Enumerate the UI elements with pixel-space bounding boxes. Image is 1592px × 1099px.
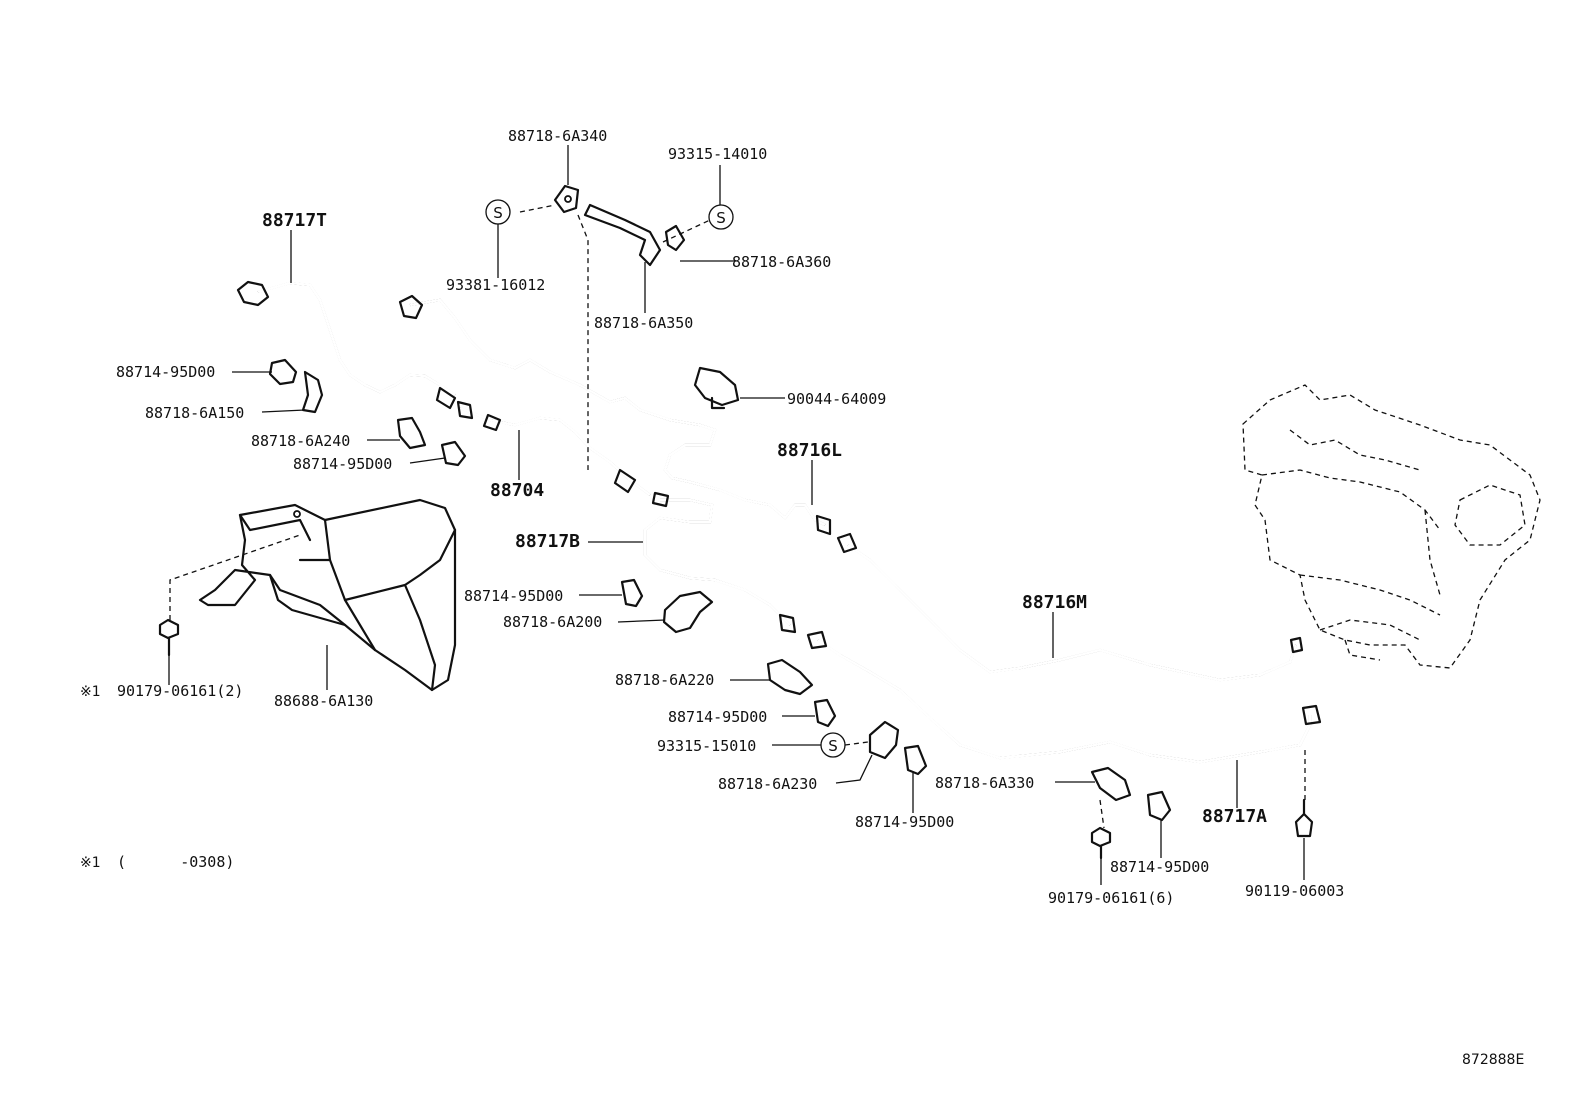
label-88714-95D00-f: 88714-95D00 <box>1110 858 1209 876</box>
label-88718-6A220: 88718-6A220 <box>615 671 714 689</box>
label-88718-6A340: 88718-6A340 <box>508 127 607 145</box>
footnote-mark: ※1 <box>80 855 101 871</box>
label-88714-95D00-a: 88714-95D00 <box>116 363 215 381</box>
footnote-range: ( -0308) <box>117 853 234 871</box>
label-88718-6A200: 88718-6A200 <box>503 613 602 631</box>
cushion-88714-95D00-a <box>268 358 298 386</box>
label-88714-95D00-d: 88714-95D00 <box>668 708 767 726</box>
clamp-90044-64009 <box>693 366 740 410</box>
cushion-88714-95D00-f <box>1146 790 1172 822</box>
label-88704: 88704 <box>490 480 544 501</box>
label-88714-95D00-c: 88714-95D00 <box>464 587 563 605</box>
label-88717A: 88717A <box>1202 806 1267 827</box>
label-note-mark-1: ※1 <box>80 684 101 700</box>
label-88688-6A130: 88688-6A130 <box>274 692 373 710</box>
label-88716L: 88716L <box>777 440 842 461</box>
s-symbol-2: S <box>708 204 734 230</box>
label-88718-6A350: 88718-6A350 <box>594 314 693 332</box>
pipe-88716L <box>398 294 832 536</box>
bracket-88688-6A130 <box>198 498 457 692</box>
figure-id: 872888E <box>1462 1052 1524 1068</box>
label-90044-64009: 90044-64009 <box>787 390 886 408</box>
pipe-88717B <box>643 491 797 634</box>
label-88714-95D00-e: 88714-95D00 <box>855 813 954 831</box>
cushion-88714-95D00-e <box>903 744 928 776</box>
label-93315-15010: 93315-15010 <box>657 737 756 755</box>
label-90119-06003: 90119-06003 <box>1245 882 1344 900</box>
clamp-88718-6A230 <box>868 720 900 760</box>
engine-outline <box>1242 384 1541 669</box>
footnote: ※1 ( -0308) <box>80 853 234 871</box>
svg-text:S: S <box>716 209 726 227</box>
clamp-88718-6A220 <box>766 658 814 696</box>
label-88714-95D00-b: 88714-95D00 <box>293 455 392 473</box>
label-88717T: 88717T <box>262 210 327 231</box>
cushion-88714-95D00-d <box>813 698 837 728</box>
label-88716M: 88716M <box>1022 592 1087 613</box>
label-88718-6A240: 88718-6A240 <box>251 432 350 450</box>
label-88717B: 88717B <box>515 531 580 552</box>
bolt-90179-06161-6 <box>1090 826 1112 860</box>
clamp-88718-6A200 <box>662 590 714 634</box>
bracket-88718-6A350 <box>583 203 662 267</box>
clamp-88718-6A330 <box>1090 766 1132 802</box>
label-93381-16012: 93381-16012 <box>446 276 545 294</box>
pipe-88716M <box>836 532 1304 682</box>
bolt-90119-06003 <box>1294 798 1314 838</box>
clamp-88718-6A150 <box>301 370 324 414</box>
label-90179-06161-2: 90179-06161(2) <box>117 682 243 700</box>
clamp-88718-6A240 <box>396 416 427 450</box>
part-labels: 88718-6A340 93315-14010 88717T 93381-160… <box>80 127 1344 907</box>
label-88718-6A360: 88718-6A360 <box>732 253 831 271</box>
label-88718-6A330: 88718-6A330 <box>935 774 1034 792</box>
bolt-90179-06161-2 <box>158 618 180 657</box>
clamp-88718-6A360 <box>664 224 686 252</box>
clamp-88718-6A340 <box>553 184 580 214</box>
label-93315-14010: 93315-14010 <box>668 145 767 163</box>
pipe-88717A <box>806 630 1322 764</box>
cushion-88714-95D00-c <box>620 578 644 608</box>
label-88718-6A150: 88718-6A150 <box>145 404 244 422</box>
s-symbol-3: S <box>820 732 846 758</box>
svg-text:S: S <box>828 737 838 755</box>
s-symbol-1: S <box>485 199 511 225</box>
label-90179-06161-6: 90179-06161(6) <box>1048 889 1174 907</box>
leader-lines <box>168 145 1305 885</box>
svg-text:S: S <box>493 204 503 222</box>
dashed-assembly-lines <box>169 204 1306 829</box>
cushion-88714-95D00-b <box>440 440 467 467</box>
pipe-88704 <box>456 400 651 497</box>
label-88718-6A230: 88718-6A230 <box>718 775 817 793</box>
pipe-88717T <box>236 280 457 410</box>
